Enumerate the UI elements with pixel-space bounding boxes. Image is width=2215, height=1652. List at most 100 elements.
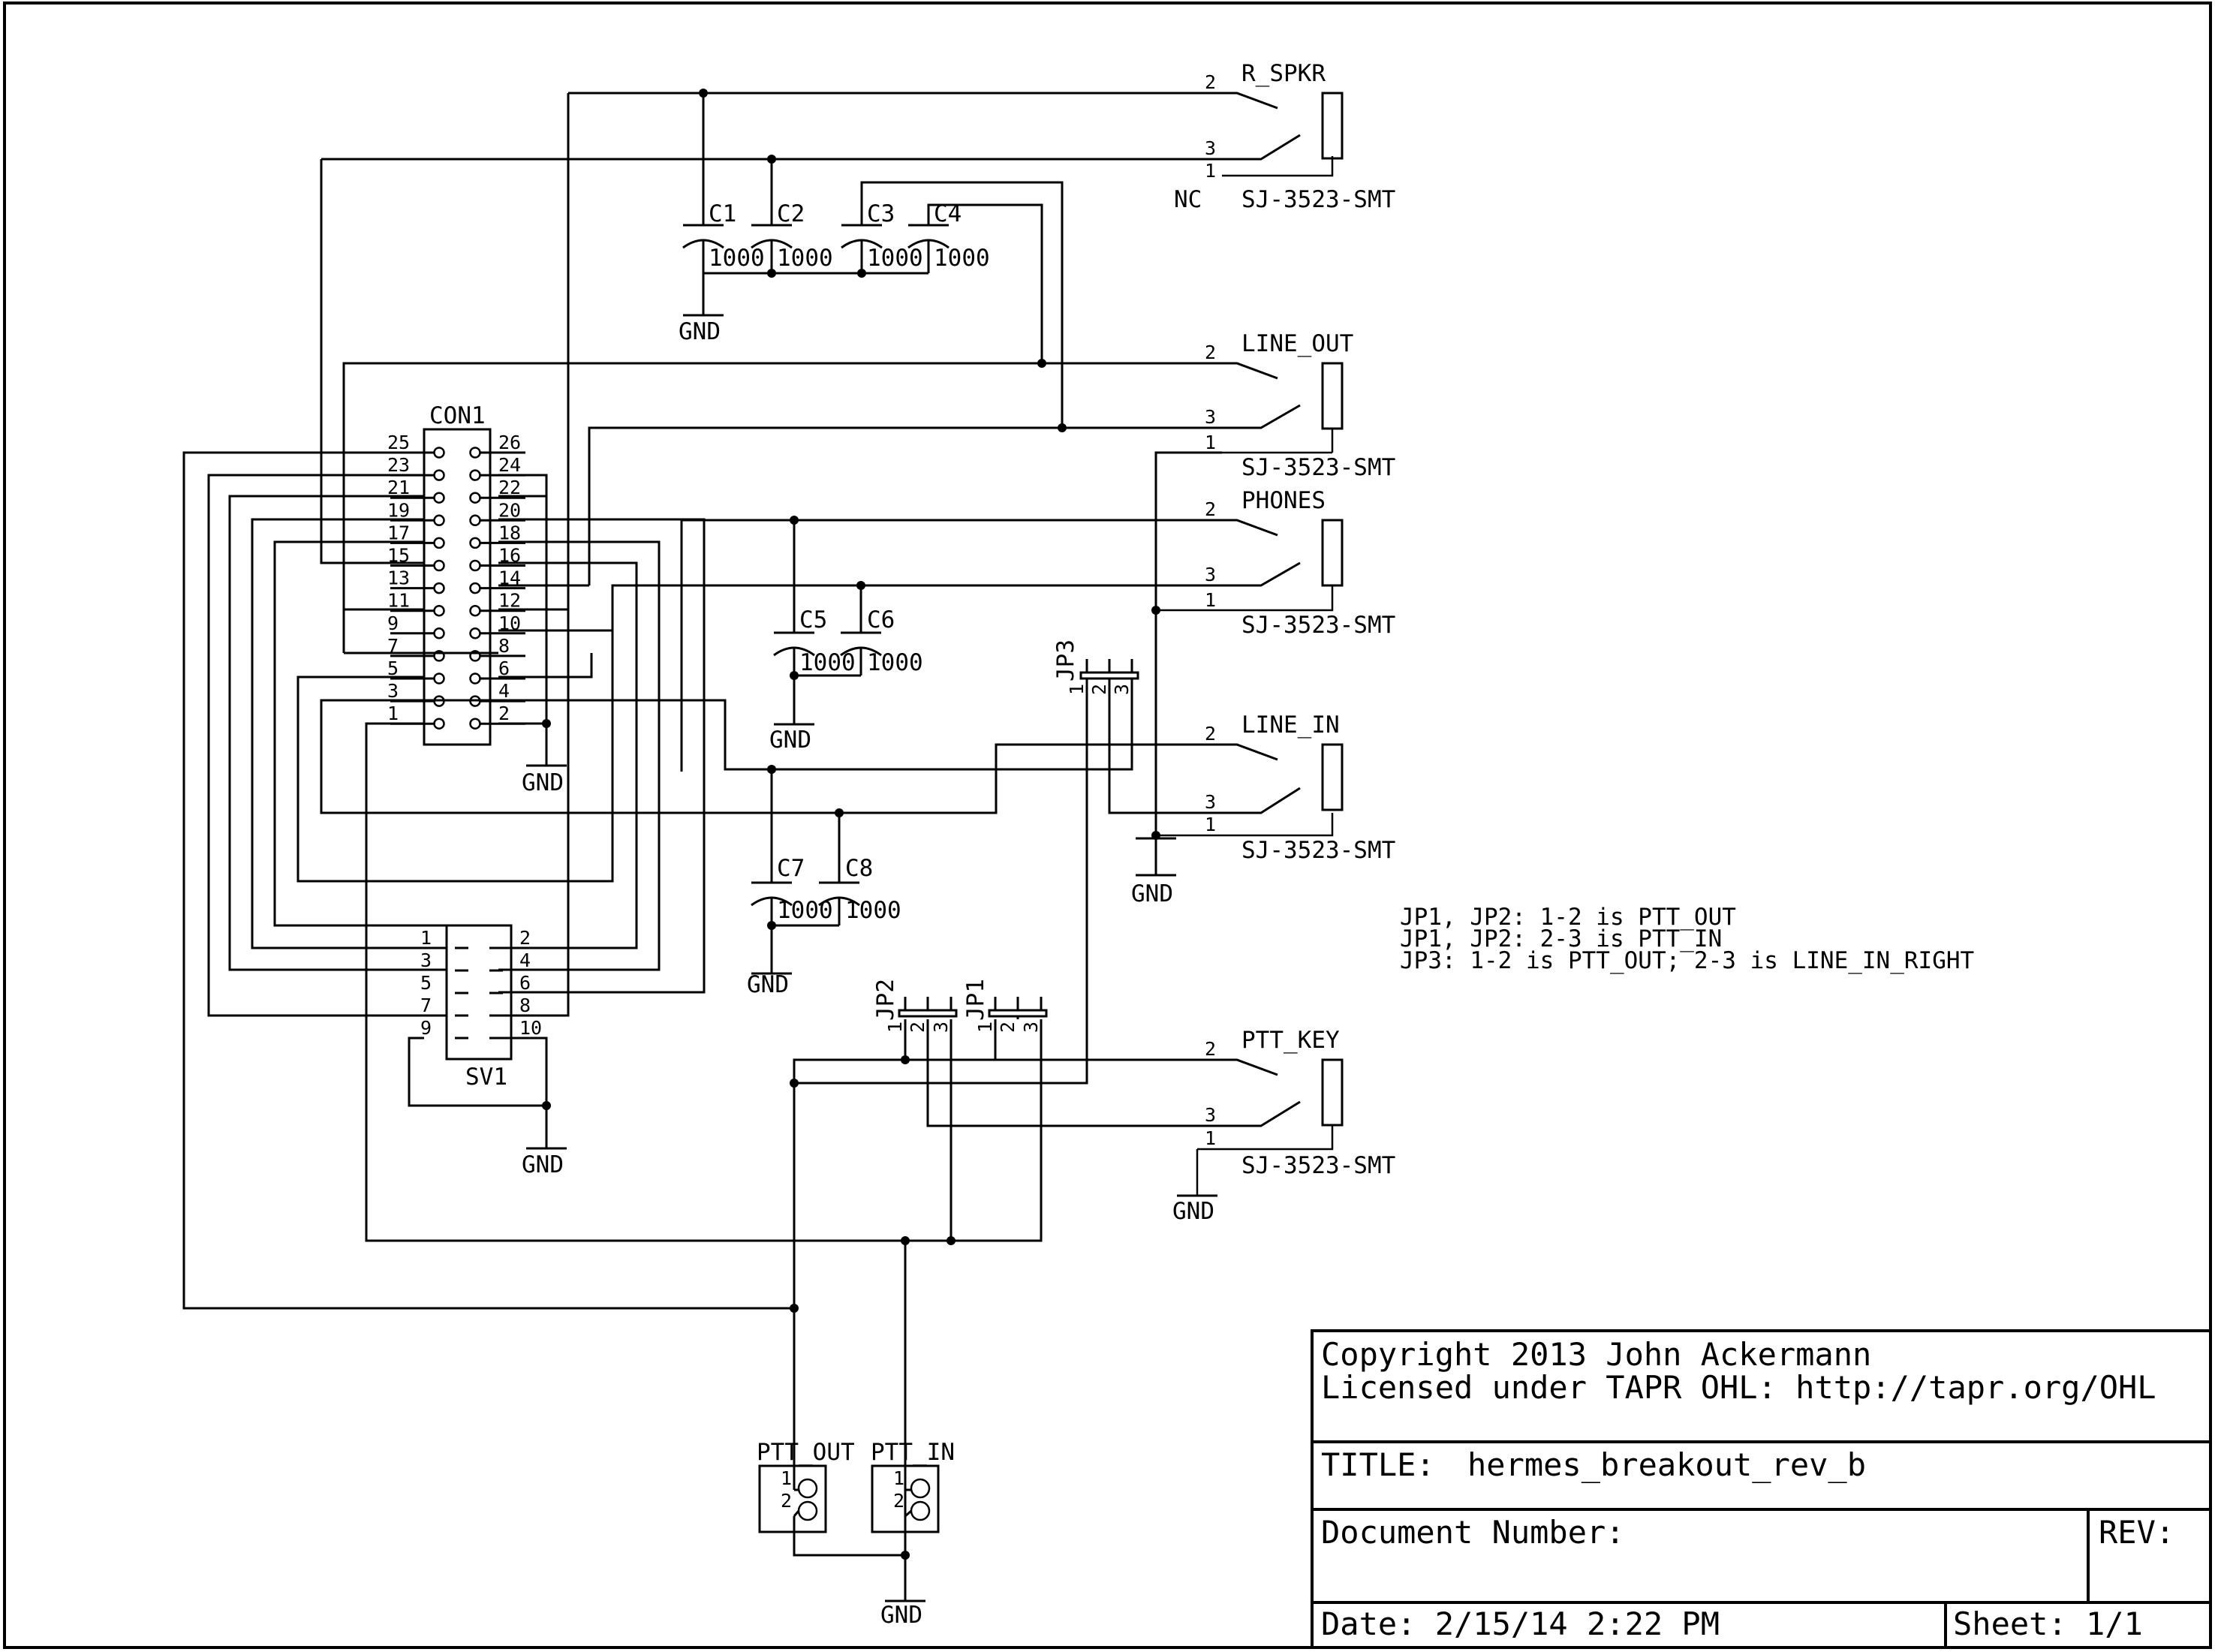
capacitor-name: C3 [867, 200, 895, 227]
con1-pin-pad [433, 582, 445, 594]
con1-pin-pad [469, 695, 481, 707]
gnd-label: GND [679, 318, 721, 345]
capacitor-c3: C3 1000 [841, 200, 923, 273]
con1-pin-number: 7 [387, 635, 399, 657]
con1-pin-number: 23 [387, 454, 410, 476]
jack-part: SJ-3523-SMT [1241, 186, 1395, 213]
gnd-symbol: GND [769, 723, 814, 754]
jumper-name: JP1 [962, 979, 989, 1021]
con1-pin-number: 18 [498, 522, 521, 543]
note-line: JP1, JP2: 2-3 is PTT_IN [1400, 925, 1722, 952]
con1-pin-number: 24 [498, 454, 521, 476]
jack-part: SJ-3523-SMT [1241, 837, 1395, 864]
terminal-ptt-in: PTT_IN 1 2 [871, 1439, 955, 1533]
con1-pin-number: 5 [387, 657, 399, 679]
jumper-pin: 1 [974, 1022, 996, 1033]
terminal-pin: 1 [781, 1467, 792, 1489]
capacitor-value: 1000 [867, 245, 923, 272]
jack-nc-label: NC [1174, 186, 1202, 213]
con1-pin-number: 13 [387, 567, 410, 589]
sv1-pin-number: 5 [420, 972, 432, 994]
con1-pin-number: 26 [498, 432, 521, 453]
con1-pin-pad [469, 582, 481, 594]
gnd-label: GND [522, 1151, 564, 1178]
sv1-pin-number: 8 [519, 995, 531, 1016]
capacitor-c7: C7 1000 [751, 855, 833, 925]
con1-pin-pad [469, 650, 481, 662]
jumper-jp1: JP1 1 2 3 [962, 979, 1048, 1033]
capacitor-name: C7 [777, 855, 805, 882]
con1-pin-pad [433, 514, 445, 527]
con1-pin-number: 21 [387, 477, 410, 498]
jumper-pin: 1 [884, 1022, 906, 1033]
gnd-label: GND [522, 769, 564, 796]
sheet-frame [3, 2, 2212, 1649]
con1-pin-pad [433, 604, 445, 617]
note-line: JP1, JP2: 1-2 is PTT_OUT [1400, 904, 1736, 931]
con1-pin-number: 8 [498, 635, 510, 657]
con1-pin-pad [433, 537, 445, 549]
terminal-pin: 2 [893, 1490, 904, 1512]
con1-pin-number: 16 [498, 545, 521, 567]
title-label: TITLE: [1321, 1446, 1435, 1483]
con1-pin-pad [469, 604, 481, 617]
capacitor-value: 1000 [777, 245, 833, 272]
jumper-notes: JP1, JP2: 1-2 is PTT_OUT JP1, JP2: 2-3 i… [1400, 904, 1974, 974]
rev-label: REV: [2099, 1514, 2174, 1551]
note-line: JP3: 1-2 is PTT_OUT; 2-3 is LINE_IN_RIGH… [1400, 947, 1974, 974]
jack-name: PHONES [1241, 487, 1326, 514]
jack-pin: 1 [1205, 589, 1216, 611]
con1-pin-pad [469, 718, 481, 730]
gnd-symbol: GND [1131, 837, 1176, 907]
capacitor-c1: C1 1000 [682, 200, 765, 273]
terminal-name: PTT_IN [871, 1439, 955, 1466]
jack-pin: 2 [1205, 1038, 1216, 1060]
sv1-name: SV1 [465, 1064, 507, 1091]
sv1-pin-number: 2 [519, 927, 531, 949]
jumper-jp2: JP2 1 2 3 [872, 979, 958, 1033]
sheet-text: Sheet: 1/1 [1953, 1605, 2143, 1642]
con1-pin-number: 6 [498, 657, 510, 679]
jack-line-in: LINE_IN 2 3 1 SJ-3523-SMT [1205, 712, 1395, 864]
audio-jacks: R_SPKR 2 3 1 NC SJ-3523-SMT LINE_OUT 2 3… [1174, 60, 1395, 1179]
copyright-text: Copyright 2013 John Ackermann [1321, 1336, 1871, 1373]
jack-pin: 2 [1205, 498, 1216, 520]
capacitor-name: C4 [934, 200, 962, 227]
capacitor-value: 1000 [867, 649, 923, 676]
jumper-pin: 3 [1020, 1022, 1042, 1033]
terminal-pin: 1 [893, 1467, 904, 1489]
document-number-label: Document Number: [1321, 1514, 1625, 1551]
gnd-label: GND [1131, 880, 1173, 907]
jack-pin: 1 [1205, 814, 1216, 835]
capacitor-name: C2 [777, 200, 805, 227]
jack-pin: 1 [1205, 432, 1216, 453]
jack-phones: PHONES 2 3 1 SJ-3523-SMT [1205, 487, 1395, 639]
capacitor-c8: C8 1000 [818, 855, 901, 925]
gnd-label: GND [880, 1602, 922, 1629]
jack-pin: 1 [1205, 160, 1216, 182]
con1-pin-pad [433, 718, 445, 730]
sv1-pin-number: 1 [420, 927, 432, 949]
con1-pin-pad [433, 695, 445, 707]
con1-pin-number: 9 [387, 612, 399, 634]
gnd-symbol: GND [747, 971, 792, 998]
jumper-pin: 1 [1066, 684, 1088, 695]
con1-pin-pad [433, 469, 445, 481]
jack-pin: 3 [1205, 137, 1216, 159]
terminal-pin: 2 [781, 1490, 792, 1512]
terminals: PTT_OUT 1 2 PTT_IN 1 2 [757, 1439, 955, 1533]
sv1-pin-number: 3 [420, 949, 432, 971]
jumper-pin: 3 [1111, 684, 1133, 695]
jack-part: SJ-3523-SMT [1241, 454, 1395, 481]
jack-pin: 3 [1205, 1104, 1216, 1126]
capacitor-name: C6 [867, 606, 895, 633]
jack-pin: 3 [1205, 564, 1216, 585]
con1-pin-pad [469, 537, 481, 549]
con1-pin-number: 17 [387, 522, 410, 543]
sv1-pin-number: 4 [519, 949, 531, 971]
terminal-ptt-out: PTT_OUT 1 2 [757, 1439, 855, 1533]
con1-pin-number: 2 [498, 703, 510, 724]
